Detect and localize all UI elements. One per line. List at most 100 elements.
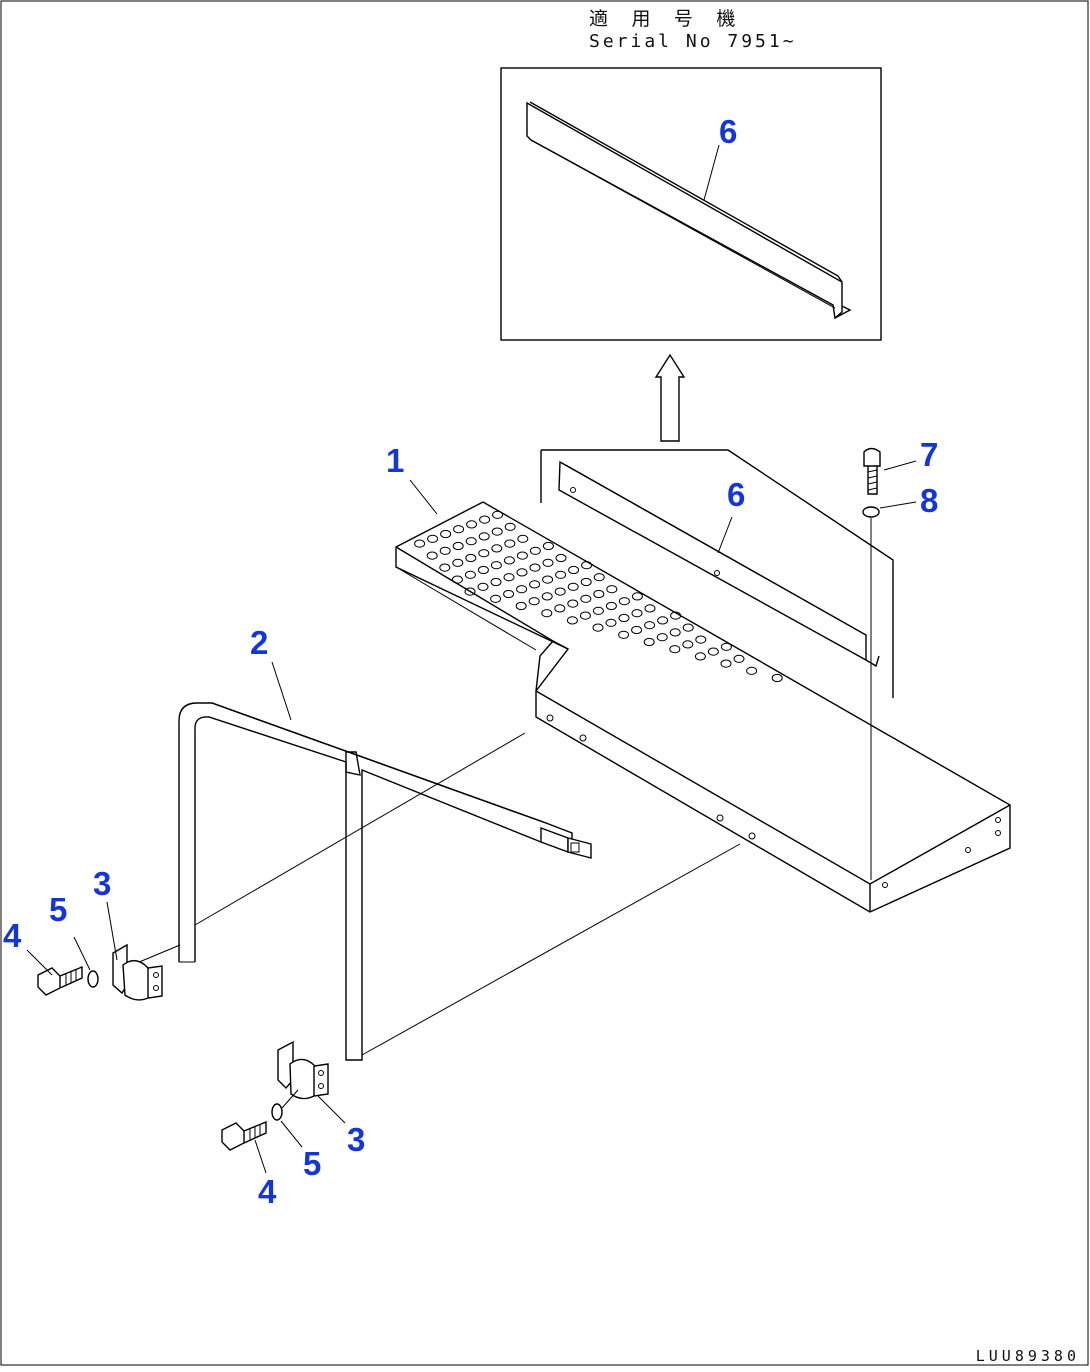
perforation-hole [516, 551, 528, 560]
perforation-hole [541, 592, 553, 601]
perforation-hole [694, 652, 706, 661]
perforation-hole [555, 553, 567, 563]
guide-line-upper [194, 732, 526, 926]
leader-4-upper [26, 949, 53, 976]
callout-1: 1 [386, 442, 404, 479]
handrail-2 [178, 702, 592, 1061]
callout-3-lower: 3 [347, 1121, 365, 1158]
inset-part-6-strip [526, 101, 852, 320]
perforation-hole [478, 532, 490, 541]
drawing-code: LUU89380 [975, 1347, 1080, 1365]
perforation-hole [554, 604, 566, 613]
perforation-hole [682, 623, 694, 632]
perforation-hole [479, 515, 491, 524]
main-part-6-group [540, 449, 894, 698]
perforation-hole [466, 520, 478, 529]
callout-4-lower: 4 [258, 1173, 277, 1210]
perforation-hole [618, 613, 630, 623]
leader-8 [879, 501, 917, 509]
perforation-hole [592, 606, 604, 615]
callout-4-upper: 4 [3, 917, 22, 954]
perforation-hole [580, 577, 592, 587]
guide-line-lower [361, 843, 741, 1056]
perforation-hole [592, 623, 604, 632]
perforation-hole [515, 601, 527, 611]
perforation-hole [490, 561, 502, 570]
perforation-hole [593, 589, 605, 599]
step-plate-1 [395, 501, 1011, 913]
perforation-hole [581, 561, 593, 570]
perforation-hole [631, 625, 643, 635]
perforation-hole [529, 563, 541, 572]
leader-5-lower [280, 1120, 303, 1148]
leader-7 [883, 460, 917, 471]
perforation-hole [644, 621, 656, 630]
perforation-hole [414, 539, 426, 548]
serial-number-label: Serial No 7951~ [589, 31, 797, 52]
perforation-hole [656, 633, 668, 642]
perforation-hole [733, 654, 745, 663]
perforation-hole [631, 592, 643, 601]
perforation-hole [439, 563, 451, 572]
perforation-hole [451, 575, 463, 584]
washer-5-upper [87, 970, 99, 988]
perforation-hole [567, 599, 579, 608]
perforation-hole [528, 597, 540, 606]
callout-3-upper: 3 [93, 865, 111, 902]
perforation-hole [657, 616, 669, 625]
perforation-hole [517, 534, 529, 543]
perforation-hole [490, 577, 502, 587]
perforation-hole [503, 589, 515, 599]
perforation-hole [643, 637, 655, 647]
perforation-hole [554, 587, 566, 596]
perforation-hole [771, 673, 783, 683]
leader-2 [271, 661, 292, 721]
arrow-up-icon [654, 353, 686, 442]
perforation-hole [669, 645, 681, 654]
perforation-hole [491, 527, 503, 536]
perforation-hole [542, 558, 554, 567]
perforation-hole [440, 529, 452, 539]
perforation-hole [453, 525, 465, 534]
perforation-hole [529, 546, 541, 555]
perforation-hole [426, 551, 438, 560]
bolt-4-upper [37, 965, 83, 996]
callout-7: 7 [920, 436, 938, 473]
perforation-hole [566, 616, 578, 625]
perforation-hole [567, 582, 579, 591]
perforation-hole [503, 573, 515, 582]
callout-5-upper: 5 [49, 891, 67, 928]
perforation-hole [593, 573, 605, 582]
leader-1 [409, 479, 438, 515]
perforation-hole [427, 534, 439, 543]
perforation-hole [580, 594, 592, 603]
perforation-hole [606, 585, 618, 594]
perforation-hole [491, 544, 503, 553]
perforation-hole [746, 666, 758, 675]
perforation-hole [477, 582, 489, 591]
perforation-hole [504, 539, 516, 548]
perforation-hole [720, 642, 732, 651]
perforation-holes [414, 510, 783, 683]
leader-3-lower [317, 1095, 346, 1124]
perforation-hole [618, 597, 630, 606]
perforation-hole [720, 659, 732, 668]
washer-8 [862, 506, 880, 518]
perforation-hole [478, 549, 490, 558]
perforation-hole [529, 580, 541, 589]
applicable-serial-label-jp: 適 用 号 機 [589, 8, 742, 30]
perforation-hole [670, 611, 682, 620]
perforation-hole [568, 565, 580, 575]
inset-leader-6 [703, 144, 720, 201]
perforation-hole [516, 585, 528, 594]
perforation-hole [492, 510, 504, 519]
perforation-hole [516, 568, 528, 577]
perforation-hole [618, 630, 630, 639]
perforation-hole [439, 546, 451, 555]
bolt-4-lower [221, 1120, 267, 1151]
perforation-hole [503, 556, 515, 565]
perforation-hole [490, 594, 502, 603]
inset-box [500, 67, 882, 341]
